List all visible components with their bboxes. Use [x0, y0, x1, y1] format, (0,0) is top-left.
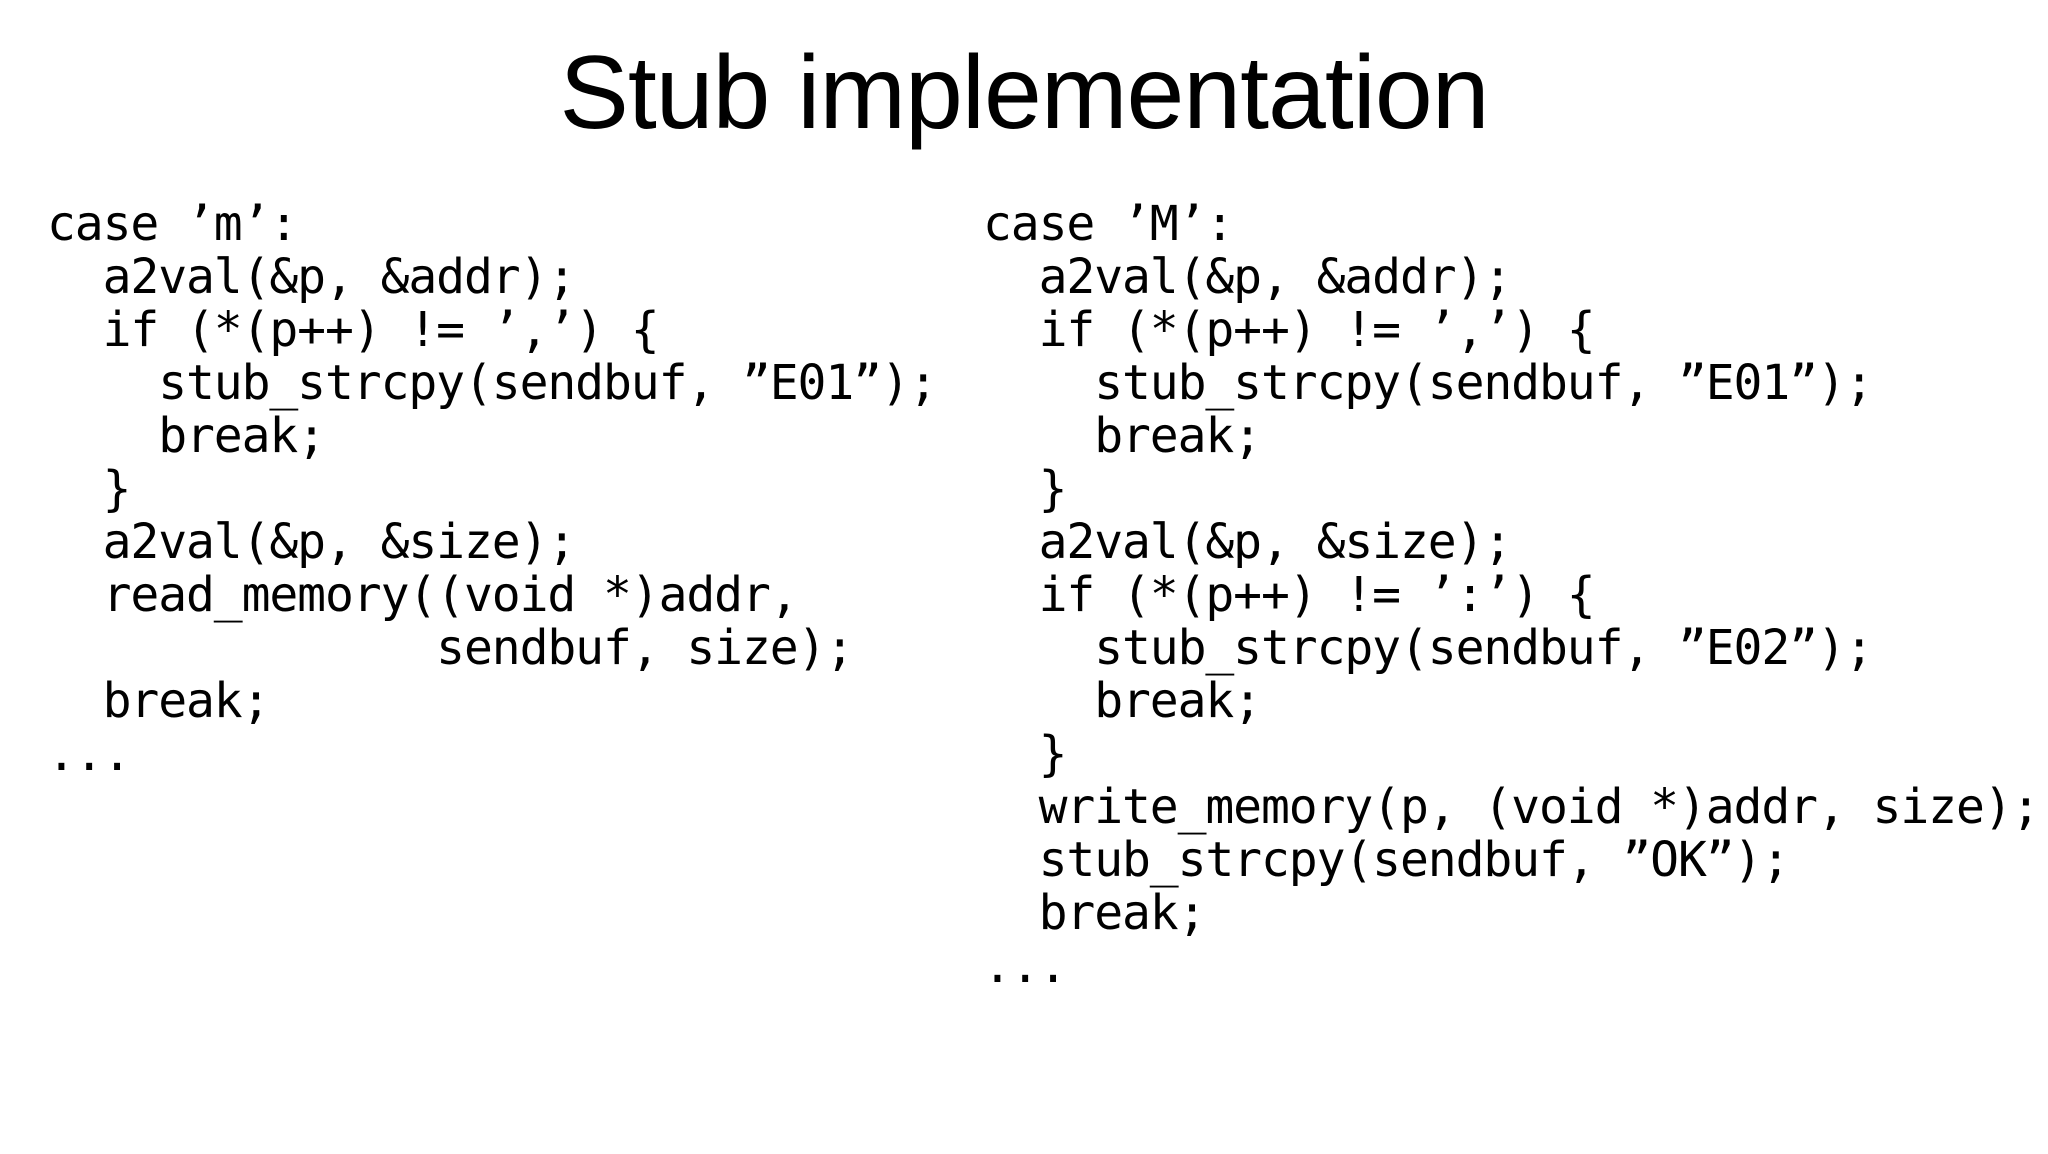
code-block-case-M: case ’M’: a2val(&p, &addr); if (*(p++) !…: [983, 196, 2040, 994]
code-block-case-m: case ’m’: a2val(&p, &addr); if (*(p++) !…: [47, 196, 938, 782]
slide-title: Stub implementation: [559, 35, 1489, 151]
